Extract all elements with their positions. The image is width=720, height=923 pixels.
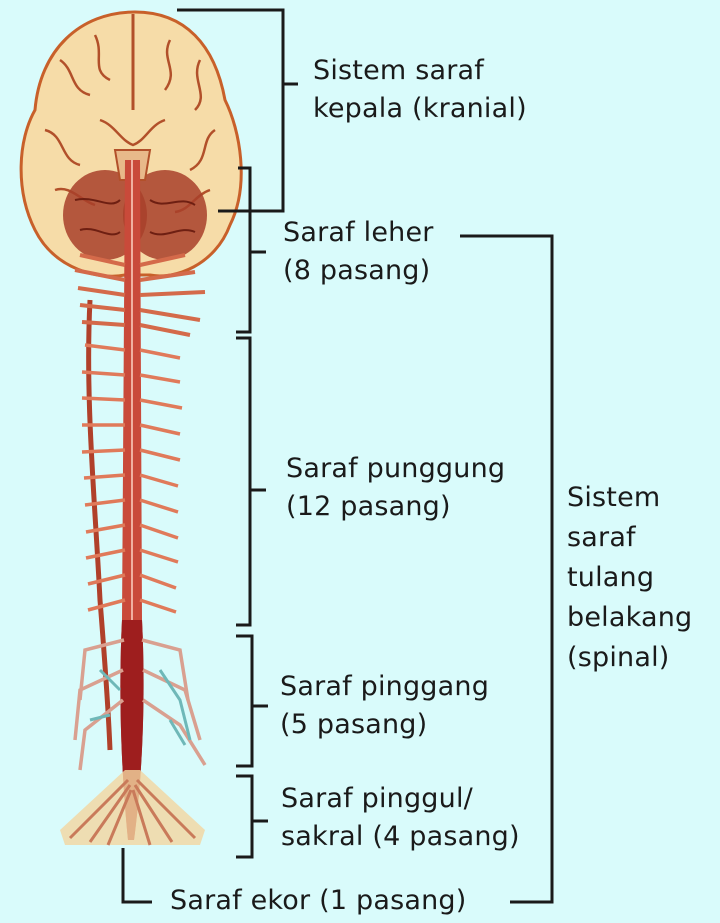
label-line: Saraf ekor (1 pasang): [170, 885, 467, 916]
label-sacral-nerves: Saraf pinggul/ sakral (4 pasang): [281, 780, 520, 856]
label-lumbar-nerves: Saraf pinggang (5 pasang): [280, 668, 489, 744]
label-coccygeal-nerve: Saraf ekor (1 pasang): [170, 882, 466, 920]
spinal-cord-illustration: [60, 160, 207, 846]
label-cranial-nerves: Sistem saraf kepala (kranial): [313, 52, 527, 128]
label-cervical-nerves: Saraf leher (8 pasang): [283, 214, 434, 290]
label-line: saraf: [567, 522, 636, 553]
label-line: Sistem: [567, 482, 661, 513]
label-brackets: [121, 8, 554, 904]
label-spinal-nervous-system: Sistem saraf tulang belakang (spinal): [567, 478, 692, 678]
label-line: (spinal): [567, 642, 670, 673]
label-line: (8 pasang): [283, 255, 431, 286]
label-line: Saraf pinggang: [280, 671, 490, 702]
label-line: Saraf pinggul/: [281, 783, 473, 814]
label-thoracic-nerves: Saraf punggung (12 pasang): [286, 450, 505, 526]
label-line: Sistem saraf: [313, 55, 484, 86]
label-line: kepala (kranial): [313, 93, 527, 124]
label-line: Saraf punggung: [286, 453, 506, 484]
label-line: (5 pasang): [280, 709, 428, 740]
brain-illustration: [19, 10, 243, 278]
label-line: tulang: [567, 562, 655, 593]
label-line: sakral (4 pasang): [281, 821, 520, 852]
label-line: (12 pasang): [286, 491, 451, 522]
label-line: Saraf leher: [283, 217, 434, 248]
label-line: belakang: [567, 602, 693, 633]
